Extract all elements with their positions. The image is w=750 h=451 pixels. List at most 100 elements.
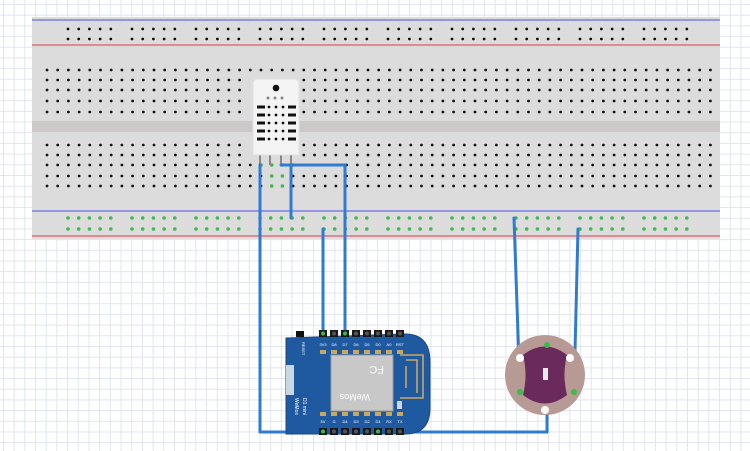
rail-hole[interactable] [162,37,166,41]
rail-hole[interactable] [514,27,518,31]
terminal-hole[interactable] [623,143,627,147]
rail-hole[interactable] [599,227,604,231]
terminal-hole[interactable] [120,88,124,92]
terminal-hole[interactable] [676,143,680,147]
terminal-hole[interactable] [676,99,680,103]
terminal-hole[interactable] [666,174,669,178]
rail-hole[interactable] [109,216,113,220]
terminal-hole[interactable] [323,184,327,188]
rail-hole[interactable] [525,27,529,31]
terminal-hole[interactable] [569,163,573,167]
rail-hole[interactable] [546,216,550,220]
terminal-hole[interactable] [131,110,135,114]
terminal-hole[interactable] [238,68,242,72]
rail-hole[interactable] [396,227,401,231]
terminal-hole[interactable] [77,88,81,92]
terminal-hole[interactable] [580,153,584,157]
terminal-hole[interactable] [77,153,81,157]
pin-d5[interactable] [365,331,369,336]
terminal-hole[interactable] [227,88,231,92]
terminal-hole[interactable] [430,174,434,178]
terminal-hole[interactable] [666,68,669,72]
terminal-hole[interactable] [505,143,509,147]
rail-hole[interactable] [365,37,369,41]
rail-hole[interactable] [653,37,657,41]
terminal-hole[interactable] [430,184,434,188]
terminal-hole[interactable] [227,68,231,72]
terminal-hole[interactable] [569,99,573,103]
terminal-hole[interactable] [45,88,49,92]
terminal-hole[interactable] [206,163,209,167]
rail-hole[interactable] [290,227,294,231]
rail-hole[interactable] [652,216,657,220]
terminal-hole[interactable] [174,68,177,72]
terminal-hole[interactable] [484,163,488,167]
rail-hole[interactable] [610,37,614,41]
terminal-hole[interactable] [687,184,691,188]
terminal-hole[interactable] [67,163,70,167]
rail-hole[interactable] [546,227,550,231]
rail-hole[interactable] [151,216,156,220]
rail-hole[interactable] [365,227,369,231]
terminal-hole[interactable] [131,143,135,147]
terminal-hole[interactable] [216,143,220,147]
terminal-hole[interactable] [602,78,605,82]
terminal-hole[interactable] [163,184,167,188]
terminal-hole[interactable] [88,99,92,103]
terminal-hole[interactable] [644,174,648,178]
terminal-hole[interactable] [334,99,338,103]
terminal-hole[interactable] [227,143,231,147]
rail-hole[interactable] [450,227,454,231]
terminal-hole[interactable] [644,153,648,157]
terminal-hole[interactable] [484,78,488,82]
rail-hole[interactable] [173,216,177,220]
terminal-hole[interactable] [248,174,252,178]
terminal-hole[interactable] [77,68,81,72]
terminal-hole[interactable] [430,153,434,157]
terminal-hole[interactable] [377,174,381,178]
terminal-hole[interactable] [666,78,669,82]
terminal-hole[interactable] [398,184,402,188]
terminal-hole[interactable] [141,184,145,188]
terminal-hole[interactable] [195,78,199,82]
rail-hole[interactable] [141,37,145,41]
terminal-hole[interactable] [184,88,188,92]
terminal-hole[interactable] [484,99,488,103]
terminal-hole[interactable] [152,110,156,114]
rail-hole[interactable] [98,37,102,41]
terminal-hole[interactable] [366,78,370,82]
rail-hole[interactable] [237,216,241,220]
terminal-hole[interactable] [473,163,477,167]
rail-hole[interactable] [333,27,337,31]
terminal-hole[interactable] [355,153,359,157]
terminal-hole[interactable] [366,153,370,157]
terminal-hole[interactable] [120,163,124,167]
terminal-hole[interactable] [398,163,402,167]
rail-hole[interactable] [642,27,646,31]
terminal-hole[interactable] [366,163,370,167]
terminal-hole[interactable] [537,78,541,82]
terminal-hole[interactable] [709,153,712,157]
rail-hole[interactable] [397,37,401,41]
terminal-hole[interactable] [141,163,145,167]
terminal-hole[interactable] [398,68,402,72]
terminal-hole[interactable] [462,153,466,157]
breadboard[interactable] [32,17,720,239]
pin-a0[interactable] [387,331,391,336]
terminal-hole[interactable] [516,88,520,92]
terminal-hole[interactable] [591,78,595,82]
rail-hole[interactable] [162,27,166,31]
terminal-hole[interactable] [120,78,124,82]
rail-hole[interactable] [130,216,134,220]
rail-hole[interactable] [493,227,497,231]
pin-3v3[interactable] [321,331,325,336]
terminal-hole[interactable] [99,184,102,188]
terminal-hole[interactable] [602,184,605,188]
terminal-hole[interactable] [355,174,359,178]
terminal-hole[interactable] [452,78,455,82]
terminal-hole[interactable] [612,99,616,103]
terminal-hole[interactable] [259,68,263,72]
terminal-hole[interactable] [45,143,49,147]
rail-hole[interactable] [216,37,219,41]
rail-hole[interactable] [685,27,689,31]
